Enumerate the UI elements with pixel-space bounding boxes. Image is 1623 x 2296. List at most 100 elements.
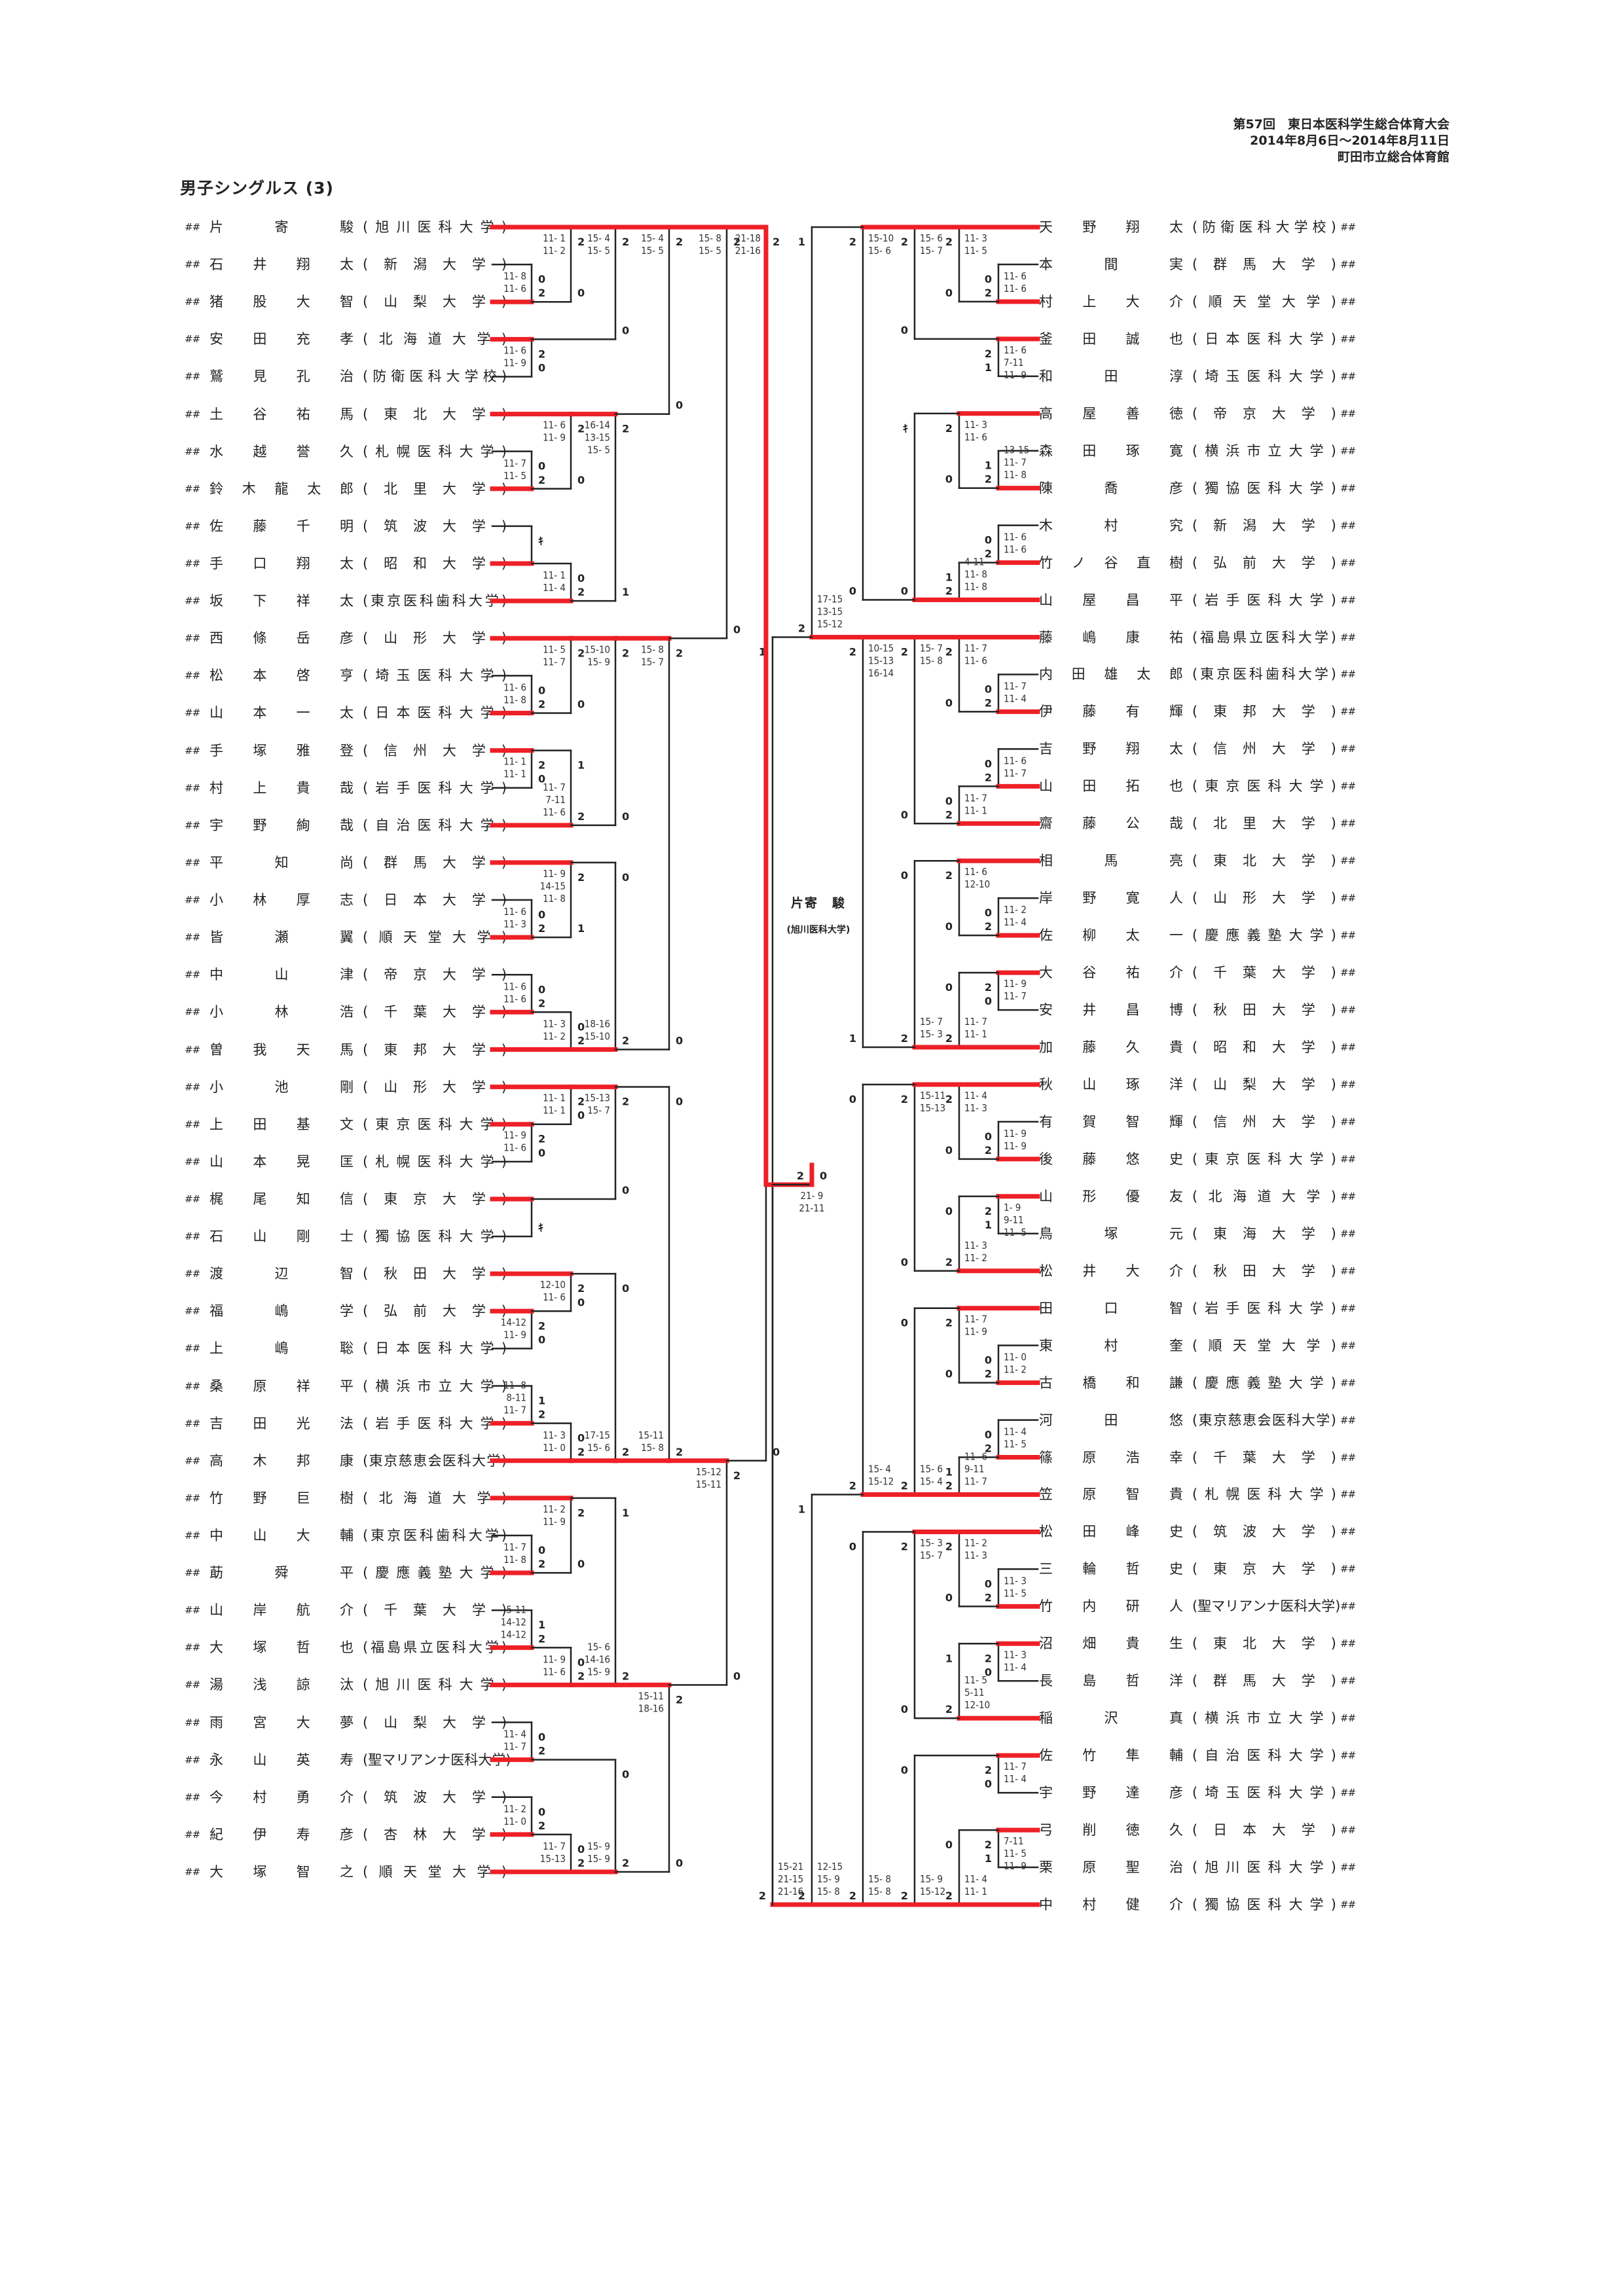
match-score: 0 — [901, 1256, 908, 1268]
match-score: 0 — [901, 808, 908, 821]
seed-mark: ## — [185, 445, 200, 457]
set-score: 11- 7 — [1004, 767, 1027, 779]
player-school: (日本医科大学) — [1192, 331, 1336, 347]
set-score: 11- 7 — [964, 1016, 987, 1028]
set-score: 11- 9 — [543, 1516, 566, 1528]
set-score: 15- 6 — [920, 232, 943, 244]
set-score: 5-11 — [964, 1687, 985, 1698]
seed-mark: ## — [185, 520, 200, 532]
player-name: 高屋善徳 — [1039, 405, 1183, 422]
seed-mark: ## — [1340, 519, 1356, 531]
set-score: 11- 7 — [503, 1405, 526, 1416]
player-name: 佐竹隼輔 — [1039, 1748, 1183, 1764]
seed-mark: ## — [1340, 1227, 1356, 1240]
player-name: 宇野絢哉 — [210, 817, 354, 833]
match-score: 2 — [577, 423, 585, 435]
set-score: 4-11 — [964, 556, 985, 568]
match-score: 2 — [676, 647, 683, 659]
match-score: 1 — [622, 1507, 629, 1519]
set-score: 15-11 — [638, 1429, 664, 1441]
set-score: 11- 4 — [503, 1729, 526, 1740]
match-score: 2 — [849, 646, 856, 658]
set-score: 17-15 — [585, 1429, 610, 1441]
player-entry: 有賀智輝(信州大学)## — [1039, 1113, 1356, 1131]
player-name: 手塚雅登 — [210, 742, 354, 759]
player-name: 松本啓亨 — [210, 668, 354, 684]
player-entry: 中村健介(獨協医科大学)## — [1039, 1895, 1356, 1914]
match-score: 0 — [849, 1540, 856, 1552]
match-score: 1 — [945, 1466, 953, 1479]
set-score: 11- 3 — [1004, 1575, 1027, 1587]
seed-mark: ## — [1340, 295, 1356, 308]
player-name: 紀伊寿彦 — [210, 1826, 354, 1842]
match-score: 2 — [538, 1408, 545, 1421]
set-score: 11- 9 — [1004, 1128, 1027, 1139]
player-name: 鷲見孔治 — [210, 368, 354, 385]
player-entry: 高屋善徳(帝京大学)## — [1039, 404, 1356, 423]
set-score: 11- 3 — [964, 232, 987, 244]
set-score: 15- 7 — [920, 1549, 943, 1561]
match-score: 2 — [622, 236, 629, 248]
set-score: 11- 8 — [503, 270, 526, 282]
set-score: 11- 6 — [543, 1291, 566, 1303]
match-score: 1 — [798, 236, 805, 248]
seed-mark: ## — [185, 1641, 200, 1654]
set-score: 11- 6 — [964, 431, 987, 443]
set-score: 11- 5 — [1004, 1587, 1027, 1599]
player-school: (千葉大学) — [1192, 1449, 1336, 1465]
seed-mark: ## — [1340, 370, 1356, 382]
set-score: 12-15 — [817, 1861, 843, 1873]
match-score: 2 — [985, 1591, 992, 1604]
match-score: 0 — [538, 1731, 545, 1744]
player-name: 手口翔太 — [210, 556, 354, 572]
seed-mark: ## — [185, 819, 200, 831]
set-score: 11- 6 — [503, 993, 526, 1005]
match-score: 2 — [538, 997, 545, 1009]
match-score: 0 — [538, 361, 545, 374]
player-entry: 内田雄太郎(東京医科歯科大学)## — [1039, 665, 1356, 683]
match-score: 0 — [945, 1205, 953, 1217]
set-score: 11- 6 — [964, 1450, 987, 1462]
player-school: (獨協医科大学) — [1192, 1897, 1336, 1912]
player-name: 竹ノ谷直樹 — [1039, 554, 1183, 571]
match-score: 1 — [622, 586, 629, 598]
player-entry: 松井大介(秋田大学)## — [1039, 1262, 1356, 1280]
player-name: 有賀智輝 — [1039, 1113, 1183, 1130]
set-score: 11- 3 — [503, 918, 526, 930]
match-score: 0 — [985, 757, 992, 770]
set-score: 7-11 — [545, 794, 566, 806]
match-score: 0 — [538, 983, 545, 996]
player-school: (秋田大学) — [1192, 1263, 1336, 1279]
set-score: 18-16 — [585, 1018, 610, 1030]
set-score: 15- 7 — [587, 1105, 610, 1117]
match-score: 2 — [985, 696, 992, 709]
player-entry: 伊藤有輝(東邦大学)## — [1039, 702, 1356, 721]
seed-mark: ## — [185, 856, 200, 869]
set-score: 11- 6 — [964, 866, 987, 878]
player-school: (慶應義塾大学) — [1192, 1374, 1336, 1391]
player-name: 内田雄太郎 — [1039, 666, 1183, 683]
player-name: 今村勇介 — [210, 1789, 354, 1805]
player-entry: 後藤悠史(東京医科大学)## — [1039, 1150, 1356, 1168]
match-score: 2 — [538, 287, 545, 299]
match-score: 2 — [676, 1446, 683, 1458]
player-entry: 吉野翔太(信州大学)## — [1039, 740, 1356, 758]
seed-mark: ## — [185, 1454, 200, 1467]
player-entry: 鳥塚元(東海大学)## — [1039, 1225, 1356, 1243]
player-name: 中山津 — [210, 967, 354, 983]
match-score: 2 — [901, 1890, 908, 1902]
player-entry: 山田拓也(東京医科大学)## — [1039, 777, 1356, 795]
set-score: 11- 7 — [543, 1840, 566, 1852]
player-school: (慶應義塾大学) — [1192, 927, 1336, 944]
player-entry: 森田琢寛(横浜市立大学)## — [1039, 442, 1356, 460]
player-entry: 長島哲洋(群馬大学)## — [1039, 1672, 1356, 1690]
match-score: 2 — [945, 1479, 953, 1492]
player-name: 莇舜平 — [210, 1565, 354, 1581]
player-school: (旭川医科大学) — [1192, 1859, 1336, 1876]
player-school: (東北大学) — [1192, 853, 1336, 869]
